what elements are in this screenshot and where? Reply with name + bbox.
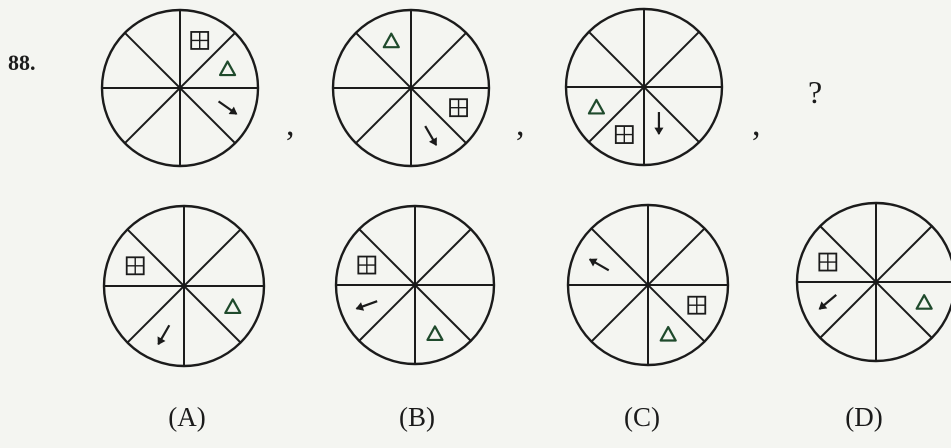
problem-figure-1 (100, 8, 260, 168)
arrow-icon (654, 112, 664, 135)
problem-figure-2 (331, 8, 491, 168)
grid-square-icon (190, 31, 210, 50)
grid-square-icon (125, 256, 145, 276)
wheel-spoke (358, 228, 472, 342)
wheel-spoke (355, 32, 467, 144)
wheel-spoke (590, 227, 706, 343)
option-figure-d[interactable] (794, 200, 951, 364)
triangle-icon (915, 294, 933, 310)
option-figure-c[interactable] (565, 202, 731, 368)
arrow-icon (818, 294, 837, 310)
grid-square-icon (614, 125, 634, 144)
triangle-icon (382, 32, 400, 49)
option-label-b[interactable]: (B) (399, 402, 435, 432)
separator-comma-3: , (752, 106, 761, 143)
arrow-icon (217, 100, 238, 115)
triangle-icon (659, 325, 677, 342)
option-label-a[interactable]: (A) (168, 402, 206, 432)
separator-comma-1: , (286, 106, 295, 143)
wheel-spoke (588, 31, 700, 143)
triangle-icon (224, 298, 242, 315)
wheel-spoke (126, 228, 242, 344)
grid-square-icon (357, 255, 377, 275)
problem-figure-3 (564, 7, 724, 167)
option-figure-b[interactable] (333, 203, 497, 367)
wheel-spoke (124, 32, 236, 144)
triangle-icon (218, 60, 237, 77)
arrow-icon (355, 300, 378, 311)
wheel-spoke (819, 225, 933, 339)
arrow-icon (588, 258, 610, 272)
arrow-icon (424, 125, 438, 146)
triangle-icon (587, 98, 606, 115)
grid-square-icon (818, 252, 838, 272)
grid-square-icon (687, 295, 707, 315)
triangle-icon (426, 325, 444, 342)
grid-square-icon (449, 98, 468, 118)
arrow-icon (157, 324, 171, 346)
separator-comma-2: , (516, 106, 525, 143)
option-label-d[interactable]: (D) (845, 402, 883, 432)
unknown-figure-mark: ? (808, 74, 823, 110)
option-label-c[interactable]: (C) (624, 402, 660, 432)
option-figure-a[interactable] (101, 203, 267, 369)
question-number: 88. (8, 50, 36, 75)
